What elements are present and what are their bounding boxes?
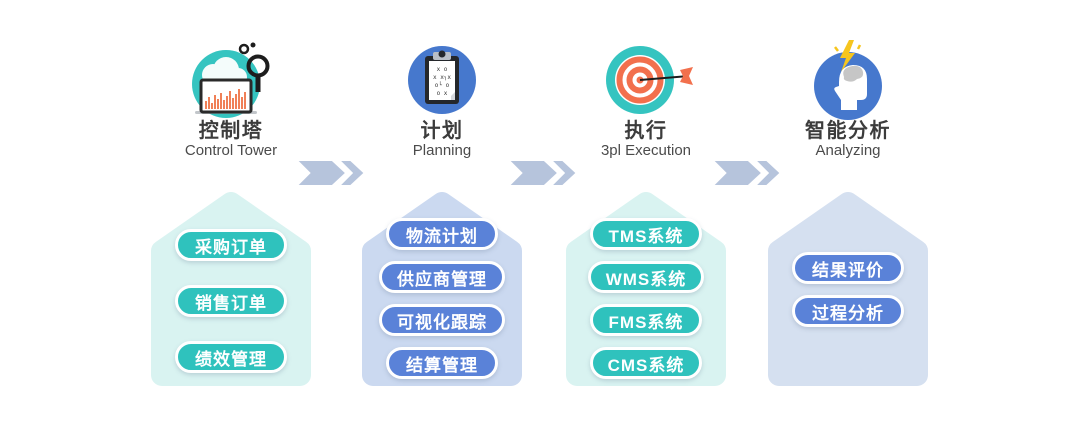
pill-item: 结果评价 (792, 252, 904, 284)
pill-item: 销售订单 (175, 285, 287, 317)
stage-title-en: Analyzing (815, 142, 881, 159)
flow-arrow-icon (510, 161, 576, 185)
stage-title-cn: 计划 (420, 120, 464, 142)
stage-title-cn: 智能分析 (805, 120, 891, 142)
stage-control-tower: 控制塔 Control Tower 采购订单销售订单绩效管理 (131, 40, 331, 388)
pill-item: 供应商管理 (379, 261, 505, 293)
pill-list: TMS系统 WMS系统 FMS系统 CMS系统 (564, 192, 728, 388)
pill-item: 采购订单 (175, 229, 287, 261)
target-arrow-icon (546, 40, 746, 120)
stage-title-cn: 控制塔 (198, 120, 264, 142)
svg-text:x o: x o (437, 66, 448, 73)
head-brain-lightning-icon (748, 40, 948, 120)
stage-title-en: Planning (412, 142, 472, 159)
pill-item: FMS系统 (590, 304, 702, 336)
stage-execution: 执行 3pl Execution TMS系统 WMS系统 FMS系统 CMS系统 (546, 40, 746, 388)
flow-arrow-icon (298, 161, 364, 185)
pill-item: 过程分析 (792, 295, 904, 327)
stage-analyzing: 智能分析 Analyzing 结果评价过程分析 (748, 40, 948, 388)
svg-text:o└ o: o└ o (435, 81, 450, 89)
pill-item: 绩效管理 (175, 341, 287, 373)
pill-item: 物流计划 (386, 218, 498, 250)
stage-panel: 结果评价过程分析 (766, 192, 930, 388)
clipboard-strategy-icon: x o x x┐x o└ o o x (342, 40, 542, 120)
svg-text:x x┐x: x x┐x (433, 74, 451, 81)
stage-title-cn: 执行 (624, 120, 668, 142)
stage-panel: TMS系统 WMS系统 FMS系统 CMS系统 (564, 192, 728, 388)
stage-title-en: Control Tower (184, 142, 278, 159)
stage-panel: 物流计划供应商管理可视化跟踪结算管理 (360, 192, 524, 388)
svg-text:o x: o x (437, 90, 448, 97)
pill-list: 结果评价过程分析 (766, 192, 930, 388)
pill-item: WMS系统 (587, 261, 705, 293)
pill-item: 结算管理 (386, 347, 498, 379)
pill-item: 可视化跟踪 (379, 304, 505, 336)
pill-list: 采购订单销售订单绩效管理 (149, 192, 313, 388)
monitor-chart-magnifier-icon (131, 40, 331, 120)
pill-item: TMS系统 (590, 218, 702, 250)
pill-list: 物流计划供应商管理可视化跟踪结算管理 (360, 192, 524, 388)
stage-panel: 采购订单销售订单绩效管理 (149, 192, 313, 388)
panel-shape (768, 192, 928, 386)
flow-arrow-icon (714, 161, 780, 185)
stage-title-en: 3pl Execution (600, 142, 692, 159)
pill-item: CMS系统 (589, 347, 703, 379)
stage-planning: x o x x┐x o└ o o x 计划 Planning 物流计划供应商管理… (342, 40, 542, 388)
